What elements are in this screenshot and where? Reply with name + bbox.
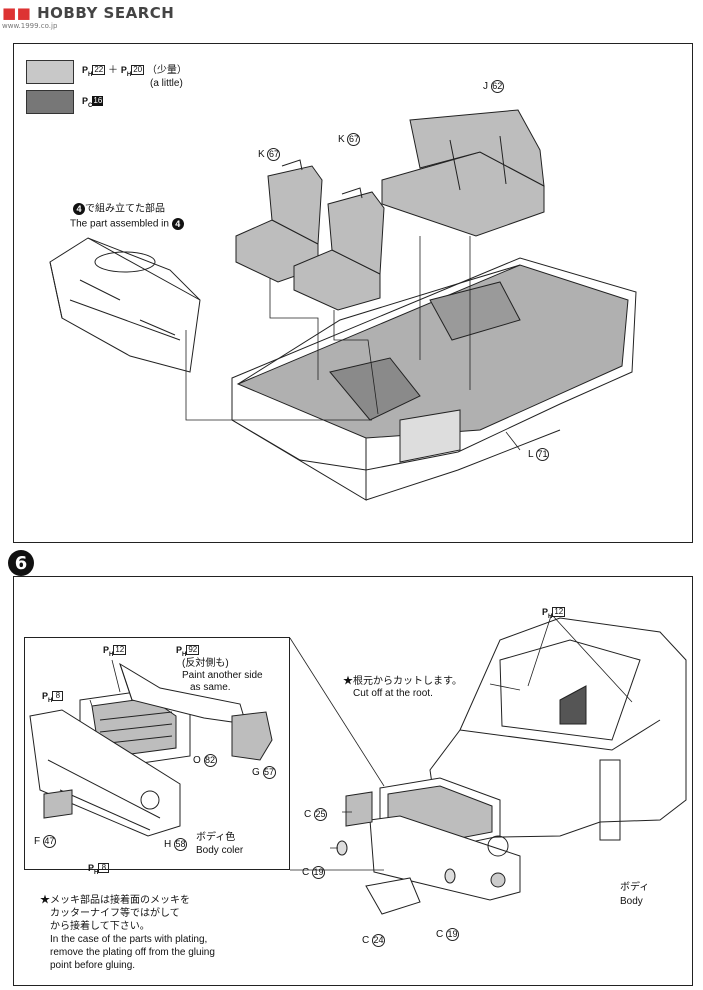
rear-bench-seat <box>381 109 545 237</box>
part-j62: J 62 <box>483 80 504 93</box>
inset-bumper-part <box>29 709 181 837</box>
front-seat-right <box>293 187 385 311</box>
legend-light-swatch <box>26 60 74 84</box>
part-o82: O 82 <box>193 754 217 767</box>
part-f47: F 47 <box>34 835 56 848</box>
paint-h8-bottom: PH8 <box>88 862 110 879</box>
other-side-en-1: Paint another side <box>182 670 263 681</box>
cut-note-ja: ★根元からカットします。 <box>343 676 462 687</box>
cut-note-en: Cut off at the root. <box>353 688 433 699</box>
part-g57: G 57 <box>252 766 276 779</box>
body-label-ja: ボディ <box>620 882 650 893</box>
plating-note-en-1: In the case of the parts with plating, <box>50 934 208 945</box>
body-label-en: Body <box>620 896 643 907</box>
legend-light-label: PH22 ＋ PH20 （少量） <box>82 65 187 78</box>
paint-h8-top: PH8 <box>42 690 64 707</box>
step-6-number: 6 <box>8 550 34 576</box>
part-k67-right: K 67 <box>338 133 361 146</box>
headlight-c25-part <box>345 791 373 827</box>
other-side-en-2: as same. <box>190 682 231 693</box>
legend-light-en: (a little) <box>150 78 183 89</box>
watermark-url: www.1999.co.jp <box>2 22 58 30</box>
front-assembly-part <box>369 777 521 901</box>
part-l71: L 71 <box>528 448 549 461</box>
plating-note-ja-3: から接着して下さい。 <box>50 921 150 932</box>
foglight-c19-part <box>336 840 456 884</box>
step5-frame <box>13 43 693 543</box>
plating-note-ja-2: カッターナイフ等ではがして <box>50 908 180 919</box>
inset-headlight-part <box>231 711 273 761</box>
plating-note-ja-1: ★メッキ部品は接着面のメッキを <box>40 895 190 906</box>
plating-note-en-2: remove the plating off from the gluing <box>50 947 215 958</box>
inset-plate-part <box>43 789 73 819</box>
step6-inset-frame <box>24 637 290 870</box>
part-c19-right: C 19 <box>436 928 460 941</box>
assembled-part-label-en: The part assembled in 4 <box>70 218 184 231</box>
hobby-search-logo: ■■ HOBBY SEARCH <box>2 4 175 22</box>
part-h58: H 58 <box>164 838 188 851</box>
paint-h12-inset: PH12 <box>103 645 127 658</box>
part-k67-left: K 67 <box>258 148 281 161</box>
step6-frame <box>13 576 693 986</box>
body-color-ja: ボディ色 <box>196 832 236 843</box>
body-color-en: Body coler <box>196 845 244 856</box>
part-c19-left: C 19 <box>302 866 326 879</box>
paint-h92: PH92 <box>176 645 200 658</box>
legend-dark-swatch <box>26 90 74 114</box>
legend-dark-label: PC16 <box>82 96 104 109</box>
part-c24: C 24 <box>362 934 386 947</box>
part-c25: C 25 <box>304 808 328 821</box>
plate-c24-part <box>365 877 421 915</box>
other-side-ja: (反対側も) <box>182 658 229 669</box>
plating-note-en-3: point before gluing. <box>50 960 136 971</box>
dashboard-part <box>49 237 201 373</box>
paint-h12-body: PH12 <box>542 607 566 620</box>
